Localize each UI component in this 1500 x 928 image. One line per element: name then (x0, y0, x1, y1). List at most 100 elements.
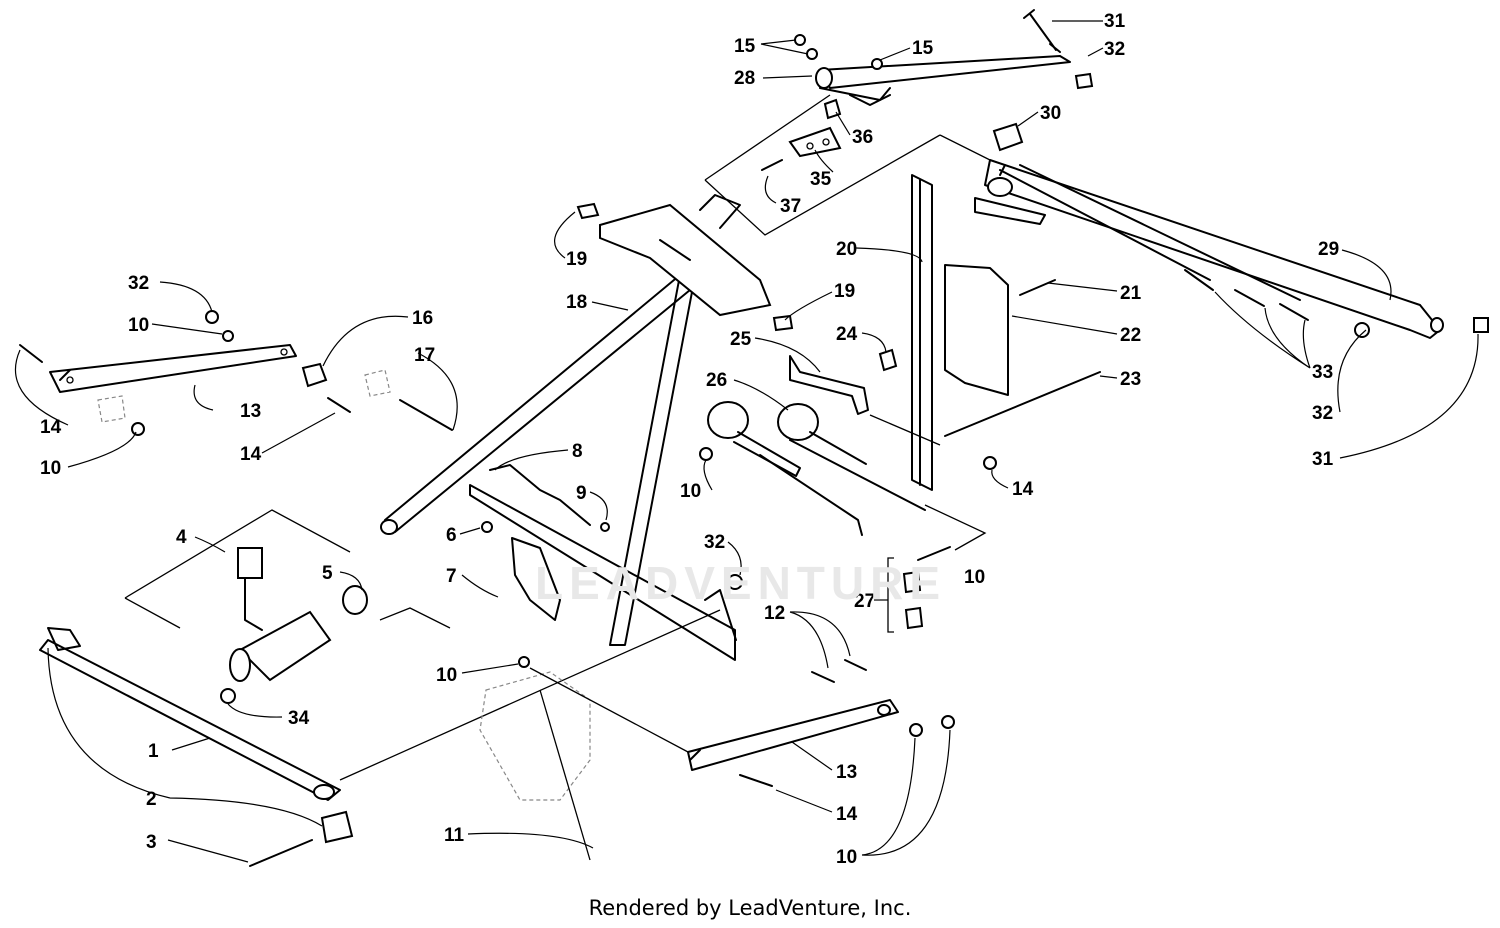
right-side-tube (974, 159, 1444, 339)
callout: 32 (1104, 39, 1125, 60)
callout: 23 (1120, 369, 1141, 390)
bolt-3 (249, 839, 313, 867)
callout: 25 (730, 329, 752, 350)
callout: 18 (566, 292, 587, 313)
callout: 1 (148, 741, 159, 762)
nut-10-actuator (699, 447, 713, 461)
nut-15-c (871, 58, 883, 70)
nut-15-a (794, 34, 806, 46)
fitting-27 (887, 557, 924, 633)
panel-22 (944, 264, 1009, 396)
callout-labels: 31 32 15 15 28 30 36 35 37 20 29 19 19 1… (40, 11, 1339, 868)
rod-23 (944, 371, 1101, 437)
bolt-14-left-a (19, 344, 43, 363)
bolt-17 (399, 399, 453, 431)
cable-end (759, 454, 863, 536)
callout: 10 (964, 567, 985, 588)
bolts-12 (811, 659, 867, 683)
vertical-plate (911, 174, 933, 491)
left-arm-13 (49, 344, 297, 393)
a-frame-18 (380, 274, 693, 646)
nut-6 (481, 521, 493, 533)
callout: 6 (446, 525, 457, 546)
callout: 10 (128, 315, 149, 336)
nut-32-right (1354, 322, 1370, 338)
detail-outline-2 (869, 414, 987, 551)
nut-32-left (205, 310, 219, 324)
callout: 14 (240, 444, 262, 465)
bolt-31-top (1023, 9, 1061, 53)
cross-channel-8 (469, 464, 737, 661)
left-tube-1 (39, 609, 721, 801)
upper-cross-tube (815, 55, 1071, 106)
callout: 32 (1312, 403, 1333, 424)
callout: 36 (852, 127, 873, 148)
motor-34 (229, 547, 332, 682)
callout: 20 (836, 239, 857, 260)
nut-32-top (1074, 72, 1094, 90)
callout: 32 (128, 273, 149, 294)
callout: 14 (40, 417, 62, 438)
callout: 15 (734, 36, 756, 57)
bolt-14-lower-right (739, 774, 773, 787)
spacer-16 (301, 362, 328, 388)
bracket-ghost-left (97, 395, 126, 423)
callout: 9 (576, 483, 587, 504)
bracket-2 (320, 810, 354, 844)
bolt-14-right (983, 456, 997, 470)
leader-lines (15, 20, 1479, 863)
callout: 10 (40, 458, 61, 479)
callout: 27 (854, 591, 875, 612)
watermark: LEADVENTURE (535, 557, 947, 609)
bolt-9 (600, 522, 610, 532)
nut-10-left (131, 422, 145, 436)
callout: 29 (1318, 239, 1339, 260)
nut-32-mid (727, 574, 743, 590)
callout: 14 (836, 804, 858, 825)
bracket-ghost-right (364, 369, 391, 397)
callout: 21 (1120, 283, 1142, 304)
nut-34 (220, 688, 236, 704)
callout: 5 (322, 563, 333, 584)
callout: 14 (1012, 479, 1034, 500)
spacer-30 (992, 122, 1024, 152)
callout: 8 (572, 441, 583, 462)
actuator-26-right (777, 403, 926, 511)
nuts-10-right (909, 715, 955, 737)
upper-bracket (599, 194, 772, 317)
callout: 10 (680, 481, 701, 502)
callout: 19 (566, 249, 587, 270)
callout: 16 (412, 308, 433, 329)
bushing-5 (342, 585, 368, 615)
bracket-7 (511, 537, 561, 621)
callout: 7 (446, 566, 457, 587)
callout: 31 (1104, 11, 1126, 32)
nut-15-b (806, 48, 818, 60)
callout: 12 (764, 603, 785, 624)
callout: 30 (1040, 103, 1061, 124)
bolt-21 (1019, 279, 1056, 296)
detail-outline-motor (124, 509, 451, 629)
callout: 22 (1120, 325, 1141, 346)
pin-37 (761, 159, 783, 171)
nut-10-upper-left (222, 330, 234, 342)
footer-credit: Rendered by LeadVenture, Inc. (588, 896, 912, 920)
callout: 13 (240, 401, 261, 422)
bolts-33 (1184, 269, 1309, 321)
detail-outline (704, 94, 991, 236)
callout: 24 (836, 324, 858, 345)
callout: 15 (912, 38, 934, 59)
bracket-35 (788, 126, 842, 158)
callout: 13 (836, 762, 857, 783)
bolt-10-fitting (917, 546, 951, 561)
callout: 32 (704, 532, 725, 553)
callout: 26 (706, 370, 727, 391)
callout: 37 (780, 196, 801, 217)
callout: 4 (176, 527, 187, 548)
clip-19-b (772, 314, 794, 332)
callout: 31 (1312, 449, 1334, 470)
bracket-25 (789, 355, 869, 415)
bolt-14-left-b (327, 397, 351, 413)
callout: 17 (414, 345, 435, 366)
callout: 3 (146, 832, 157, 853)
